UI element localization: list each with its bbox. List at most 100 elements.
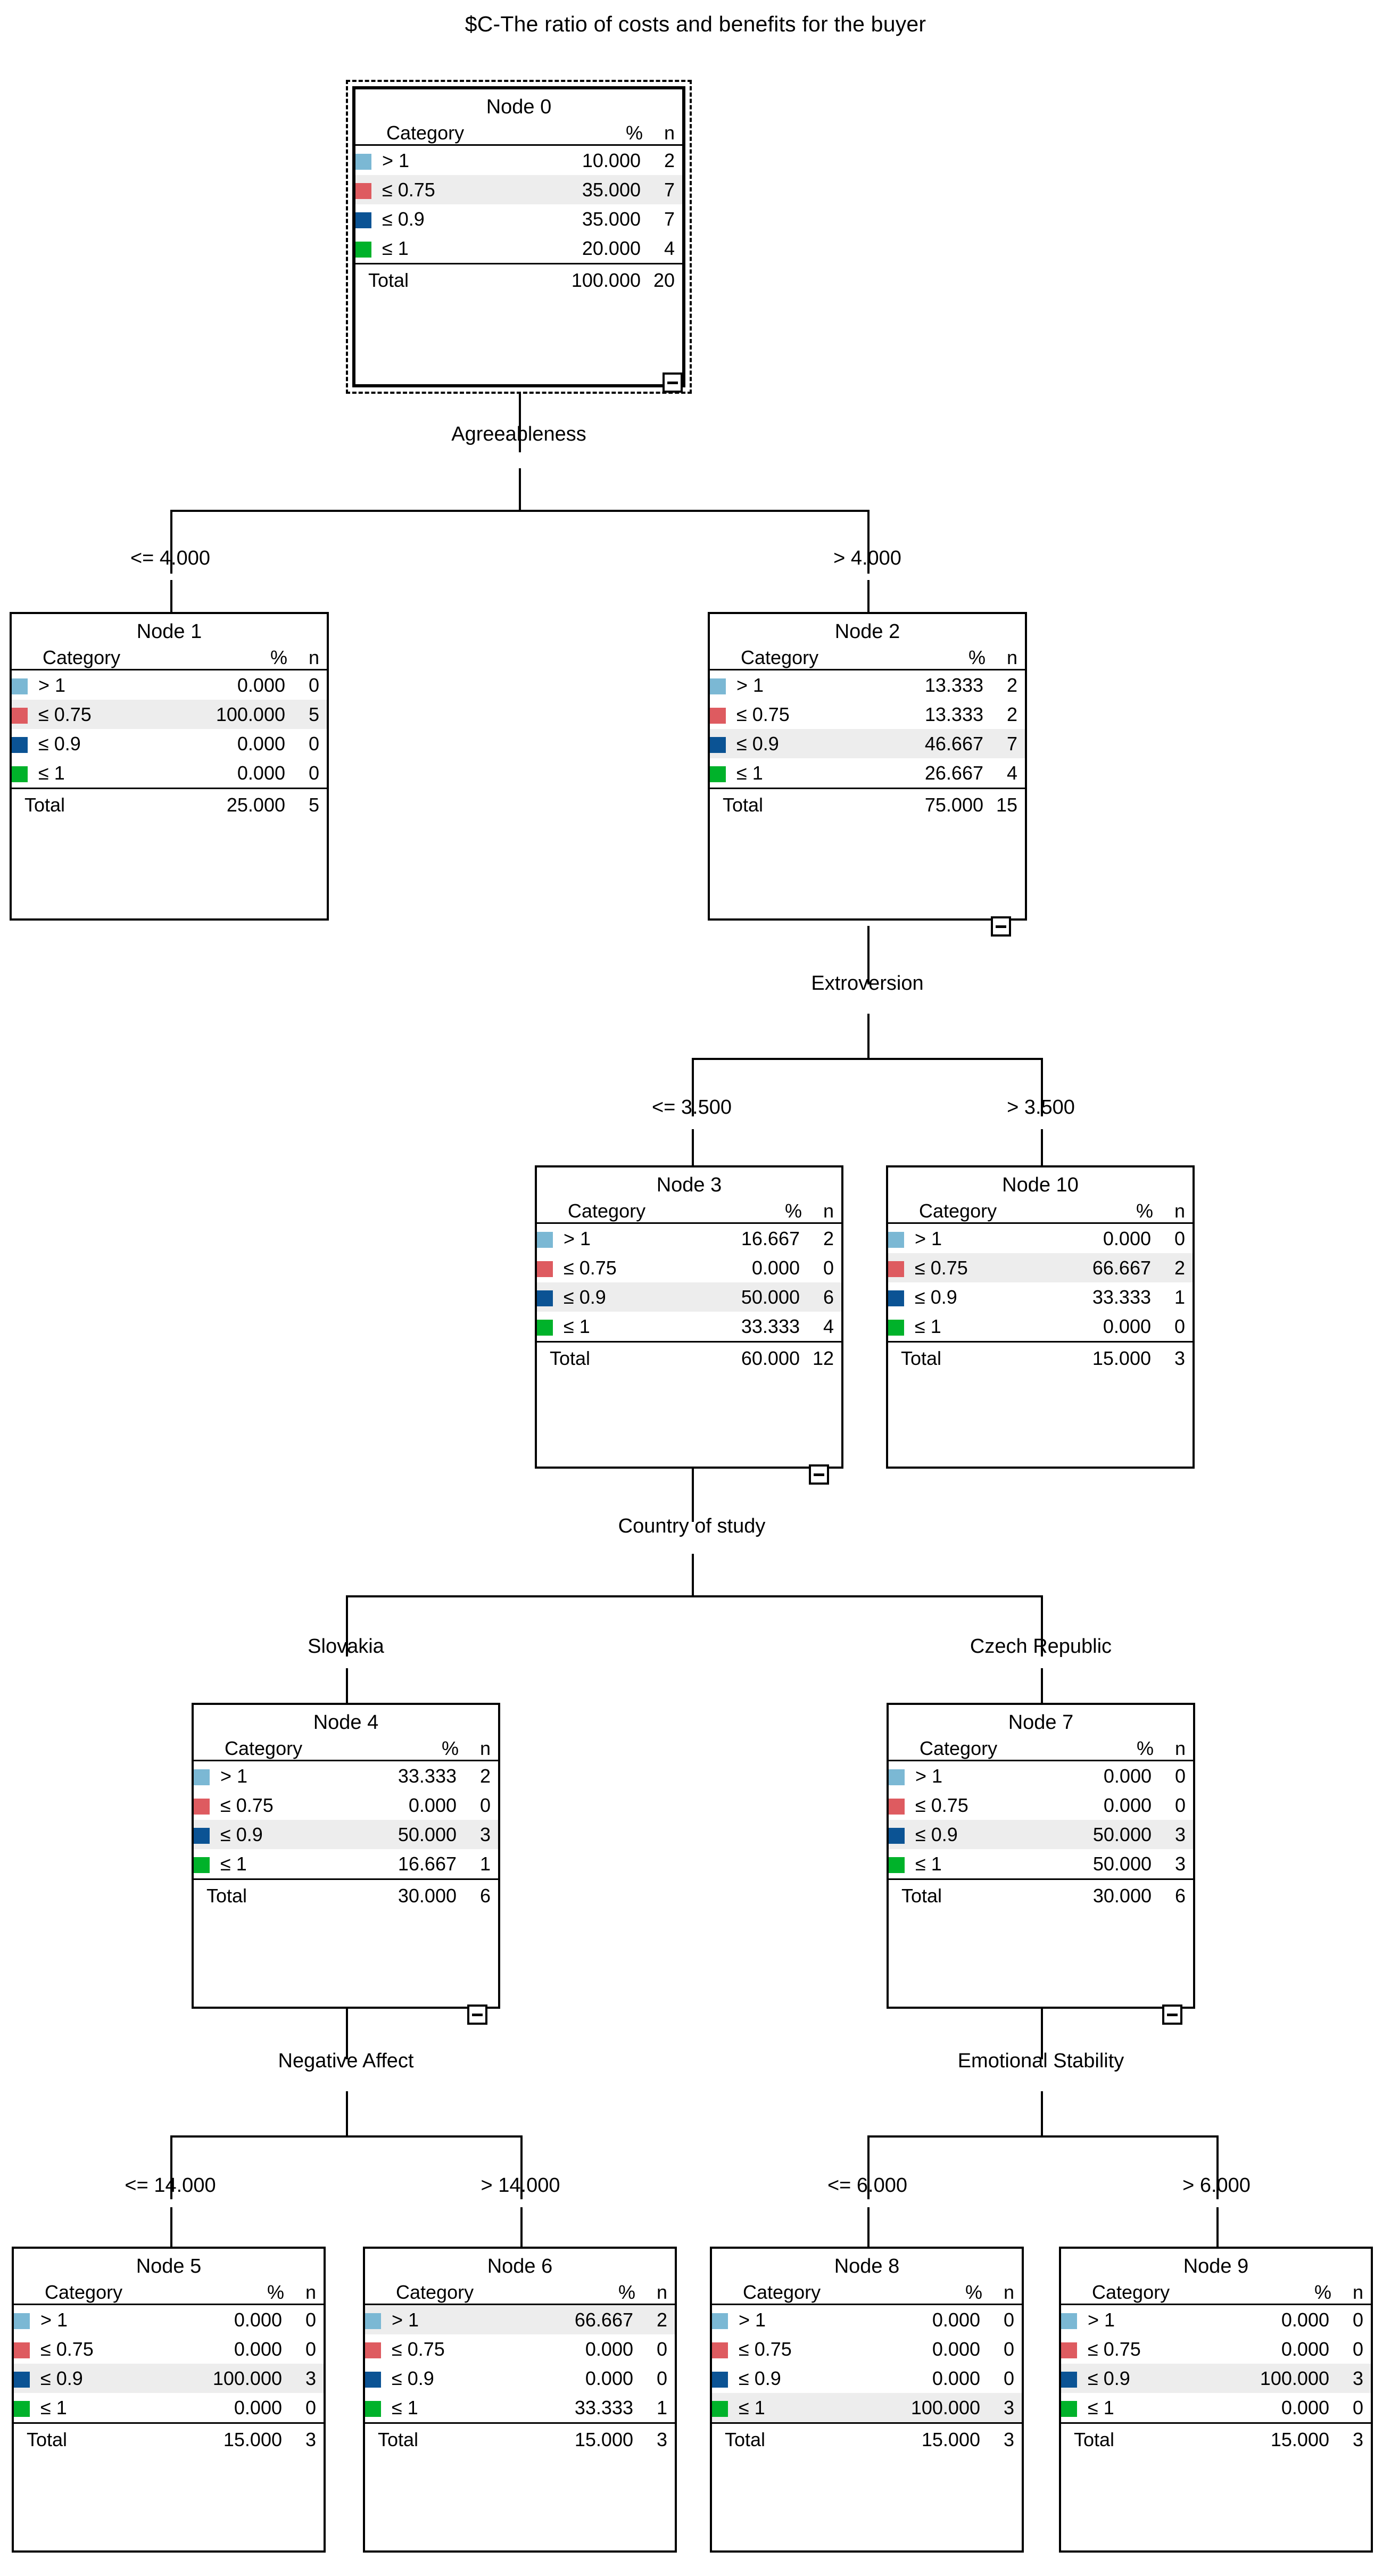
category-color-swatch-icon	[12, 736, 28, 753]
cell-n: 0	[479, 1794, 491, 1816]
cell-total-percent: 15.000	[532, 2422, 635, 2456]
legend-swatch-cell	[537, 1312, 561, 1342]
cell-category: ≤ 1	[220, 1852, 247, 1875]
node-2-collapse-button[interactable]	[991, 916, 1011, 937]
node10-title: Node 10	[1002, 1174, 1079, 1196]
legend-swatch-cell	[355, 234, 380, 264]
split-variable-agreeableness: Agreeableness	[451, 423, 586, 445]
node-0-collapse-button[interactable]	[663, 372, 683, 393]
cell-n: 0	[656, 2338, 667, 2360]
category-color-swatch-icon	[712, 2313, 728, 2329]
category-color-swatch-icon	[194, 1769, 210, 1785]
cell-category: ≤ 0.75	[564, 1256, 617, 1279]
cell-total-label: Total	[889, 1878, 1053, 1912]
cell-total-n: 6	[459, 1878, 498, 1912]
legend-swatch-cell	[365, 2304, 390, 2334]
cell-category: ≤ 1	[1088, 2396, 1114, 2418]
legend-swatch-cell	[12, 758, 36, 789]
cell-percent: 50.000	[358, 1820, 459, 1849]
node-7-collapse-button[interactable]	[1162, 2005, 1182, 2025]
cell-category: ≤ 0.9	[1086, 2364, 1219, 2393]
split-variable-negative-affect: Negative Affect	[278, 2050, 414, 2072]
cell-n: 0	[1174, 1794, 1186, 1816]
node0-table-header: Category%n	[355, 122, 682, 146]
cell-category: > 1	[38, 674, 66, 696]
legend-swatch-cell	[12, 670, 36, 700]
cell-n: 2	[664, 149, 675, 171]
category-color-swatch-icon	[14, 2400, 30, 2417]
category-color-swatch-icon	[14, 2313, 30, 2329]
cell-n: 4	[664, 237, 675, 259]
node10-table-header: Category%n	[888, 1200, 1193, 1224]
cell-total-percent: 15.000	[1218, 2422, 1331, 2456]
cell-total-percent: 15.000	[869, 2422, 982, 2456]
cell-total-label: Total	[537, 1341, 701, 1374]
branch-label-extroversion-left: <= 3.500	[651, 1096, 732, 1119]
cell-percent: 33.333	[741, 1315, 800, 1337]
cell-n: 4	[1006, 761, 1017, 784]
category-color-swatch-icon	[1061, 2371, 1077, 2388]
connector-node3-drop-2	[692, 1129, 694, 1166]
legend-swatch-cell	[888, 1312, 913, 1342]
cell-n: 5	[287, 700, 327, 729]
cell-percent: 50.000	[1092, 1852, 1152, 1875]
cell-n: 3	[459, 1820, 498, 1849]
node1-title: Node 1	[136, 620, 202, 643]
node10-row-2: ≤ 0.9 33.333 1	[888, 1282, 1193, 1312]
cell-total-n: 5	[287, 788, 327, 821]
cell-category: ≤ 0.9	[915, 1286, 957, 1308]
cell-category: ≤ 0.9	[382, 208, 425, 230]
cell-percent: 33.333	[1092, 1286, 1151, 1308]
connector-level4a-horizontal	[170, 2135, 521, 2138]
cell-percent: 0.000	[1103, 1315, 1151, 1337]
connector-level3-horizontal	[346, 1595, 1041, 1597]
cell-n: 1	[1174, 1286, 1185, 1308]
legend-swatch-cell	[355, 145, 380, 176]
node0-title: Node 0	[486, 96, 552, 118]
node-4-collapse-button[interactable]	[467, 2005, 487, 2025]
cell-category: ≤ 0.9	[218, 1820, 358, 1849]
cell-percent: 35.000	[522, 175, 643, 204]
legend-swatch-cell	[194, 1849, 218, 1879]
cell-percent: 0.000	[1103, 1765, 1152, 1787]
column-header-n: n	[986, 647, 1025, 670]
legend-swatch-cell	[710, 729, 734, 758]
cell-percent: 0.000	[932, 2308, 980, 2331]
category-color-swatch-icon	[365, 2400, 381, 2417]
node2-title: Node 2	[834, 620, 900, 643]
connector-node5-drop	[170, 2135, 172, 2199]
legend-swatch-cell	[14, 2364, 38, 2393]
connector-node4-drop-2	[346, 1668, 348, 1703]
connector-node2-down-2	[867, 1014, 870, 1059]
node-3-collapse-button[interactable]	[809, 1464, 829, 1485]
cell-total-label: Total	[710, 788, 881, 821]
cell-total-percent: 60.000	[701, 1341, 802, 1374]
legend-swatch-cell	[14, 2305, 38, 2335]
cell-category: ≤ 0.75	[736, 703, 790, 725]
category-color-swatch-icon	[14, 2371, 30, 2388]
connector-node7-down-2	[1041, 2091, 1043, 2136]
connector-node2-drop-2	[867, 580, 870, 612]
spacer-cell	[889, 1737, 913, 1761]
column-header-category: Category	[390, 2281, 533, 2305]
cell-n: 2	[635, 2304, 675, 2334]
